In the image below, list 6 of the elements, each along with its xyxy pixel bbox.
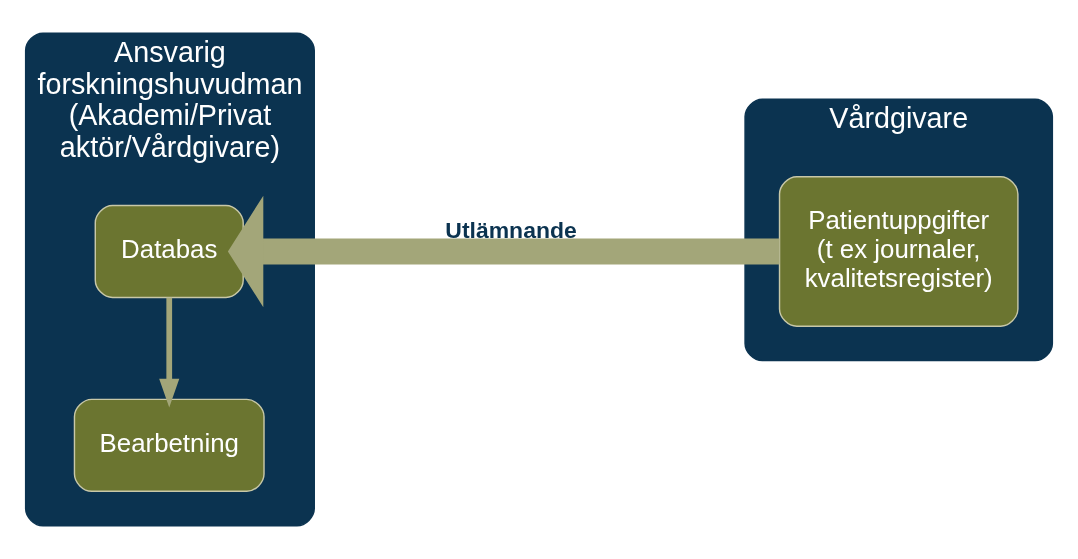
arrow	[227, 195, 780, 308]
node-box: Bearbetning	[73, 398, 265, 493]
node-box: Databas	[94, 204, 244, 299]
arrow	[159, 297, 180, 408]
edge-label: Utlämnande	[445, 217, 577, 244]
node-box: Patientuppgifter (t ex journaler, kvalitetsregister)	[778, 176, 1019, 327]
